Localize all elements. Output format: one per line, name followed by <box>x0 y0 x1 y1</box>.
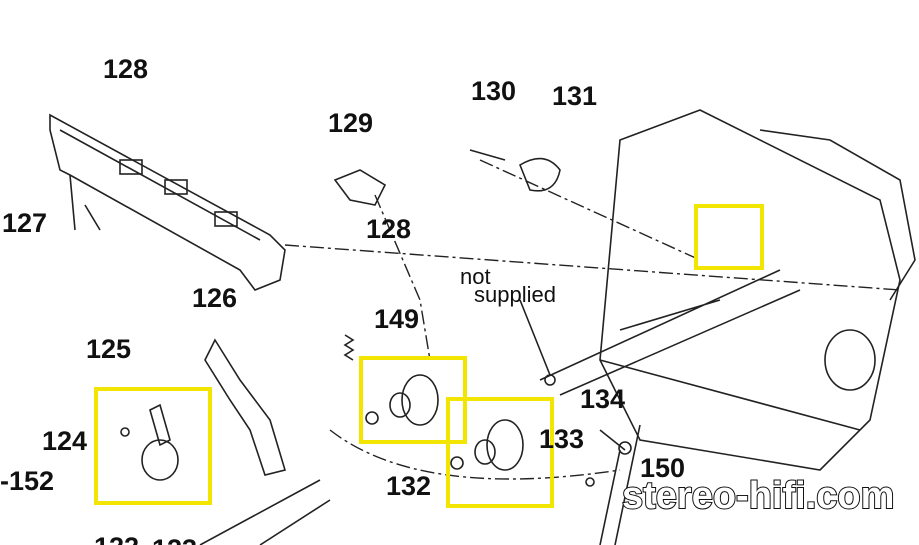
label-128: 128 <box>103 54 148 84</box>
label-133: 133 <box>539 424 584 454</box>
label-124: 124 <box>42 426 87 456</box>
label-not: not <box>460 264 491 289</box>
label-152: -152 <box>0 466 54 496</box>
main-mechanism <box>539 109 916 471</box>
highlight-box-133 <box>446 397 554 508</box>
label-131: 131 <box>552 81 597 111</box>
label-128-b: 128 <box>366 214 411 244</box>
label-126: 126 <box>192 283 237 313</box>
label-123: 123 <box>152 534 197 545</box>
gear-133 <box>450 419 524 471</box>
part-129 <box>333 169 387 206</box>
label-149: 149 <box>374 304 419 334</box>
label-134: 134 <box>580 384 625 414</box>
bracket-126 <box>204 338 287 476</box>
label-132: 132 <box>386 471 431 501</box>
label-122: 122 <box>94 532 139 545</box>
highlight-box-125 <box>94 387 212 505</box>
label-supplied: supplied <box>474 282 556 307</box>
label-129: 129 <box>328 108 373 138</box>
part-131 <box>469 149 561 192</box>
watermark: stereo-hifi.com <box>622 475 894 517</box>
label-150: 150 <box>640 453 685 483</box>
label-130: 130 <box>471 76 516 106</box>
arm-125 <box>120 403 179 481</box>
label-125: 125 <box>86 334 131 364</box>
spring-149 <box>343 334 355 361</box>
label-127: 127 <box>2 208 47 238</box>
highlight-box-mechanism <box>694 204 764 270</box>
chassis-bracket-127 <box>49 113 286 291</box>
gear-132 <box>365 374 439 426</box>
